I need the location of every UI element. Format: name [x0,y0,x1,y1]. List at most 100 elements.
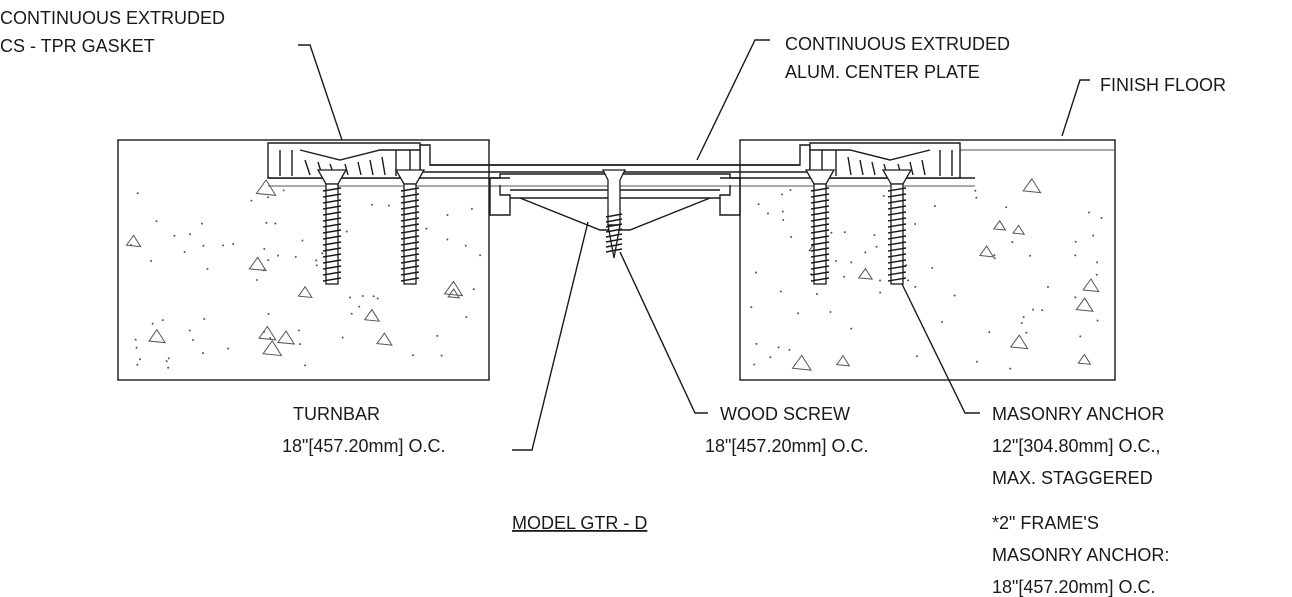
concrete-speck [203,317,206,320]
concrete-speck [294,255,297,258]
concrete-speck [425,227,428,230]
concrete-speck [155,220,158,223]
concrete-speck [864,251,867,254]
concrete-speck [371,203,374,206]
concrete-speck [1029,254,1032,257]
concrete-speck [933,205,936,208]
concrete-speck [167,357,170,360]
wood-screw-thread [605,248,623,253]
anchor-thread [322,199,342,204]
concrete-speck [1005,206,1008,209]
concrete-speck [757,203,760,206]
masonry-anchor [881,169,913,285]
anchor-thread [322,253,342,258]
concrete-speck [470,207,473,210]
anchor-shank [813,183,827,285]
anchor-thread [400,205,420,210]
anchor-thread [887,271,907,276]
concrete-speck [1032,308,1035,311]
concrete-speck [350,312,353,315]
anchor-thread [887,229,907,234]
concrete-speck [315,264,318,267]
concrete-speck [988,331,991,334]
concrete-speck [789,189,792,192]
concrete-speck [165,360,168,363]
anchor-head [394,169,426,185]
anchor-thread [810,241,830,246]
concrete-speck [183,250,186,253]
concrete-speck [1020,322,1023,325]
concrete-speck [376,297,379,300]
wood-screw-thread [605,243,623,248]
anchor-thread [887,211,907,216]
concrete-speck [201,352,204,355]
anchor-thread [887,193,907,198]
concrete-speck [250,199,253,202]
concrete-speck [150,259,153,262]
wood-screw-thread [605,228,623,233]
concrete-speck [465,316,468,319]
anchor-thread [322,259,342,264]
aggregate-mark [1022,177,1042,194]
anchor-thread [810,193,830,198]
anchor-thread [322,247,342,252]
anchor-thread [322,223,342,228]
concrete-speck [276,254,279,257]
anchor-thread [322,229,342,234]
concrete-speck [315,259,318,262]
concrete-speck [227,347,230,350]
concrete-speck [993,257,996,260]
anchor-thread [810,277,830,282]
concrete-speck [1096,261,1099,264]
anchor-shank [325,183,339,285]
masonry-anchors [316,169,913,285]
concrete-speck [232,243,235,246]
concrete-speck [940,321,943,324]
concrete-speck [830,231,833,234]
concrete-speck [879,291,882,294]
anchor-thread [322,187,342,192]
anchor-thread [887,199,907,204]
anchor-thread [810,229,830,234]
turnbar-label-line2: 18"[457.20mm] O.C. [282,436,445,456]
concrete-speck [815,292,818,295]
concrete-speck [914,285,917,288]
concrete-speck [797,312,800,315]
anchor-thread [887,205,907,210]
concrete-speck [829,310,832,313]
concrete-speck [222,244,225,247]
concrete-speck [907,279,910,282]
concrete-speck [1025,331,1028,334]
concrete-speck [479,254,482,257]
aggregate-mark [248,256,267,272]
concrete-speck [1074,254,1077,257]
leader-lines [298,39,1090,451]
anchor-label-line2: 12"[304.80mm] O.C., [992,436,1160,456]
concrete-speck [1095,273,1098,276]
anchor-thread [322,211,342,216]
concrete-speck [361,295,364,298]
concrete-speck [875,245,878,248]
concrete-speck [1041,309,1044,312]
masonry-anchor [804,169,836,285]
concrete-speck [753,363,756,366]
anchor-thread [810,265,830,270]
wood-screw [601,169,627,259]
aggregate-mark [1012,224,1026,235]
concrete-speck [974,189,977,192]
concrete-speck [161,319,164,322]
concrete-speck [358,305,361,308]
anchor-thread [400,211,420,216]
concrete-speck [754,271,757,274]
aggregate-mark [147,328,166,344]
anchor-label-line3: MAX. STAGGERED [992,468,1153,488]
concrete-speck [202,244,205,247]
aggregate-mark [447,288,461,299]
anchor-thread [400,277,420,282]
anchor-thread [322,277,342,282]
wood-screw-thread [605,213,623,218]
concrete-speck [781,210,784,213]
concrete-speck [304,364,307,367]
concrete-speck [975,360,978,363]
concrete-speck [138,358,141,361]
